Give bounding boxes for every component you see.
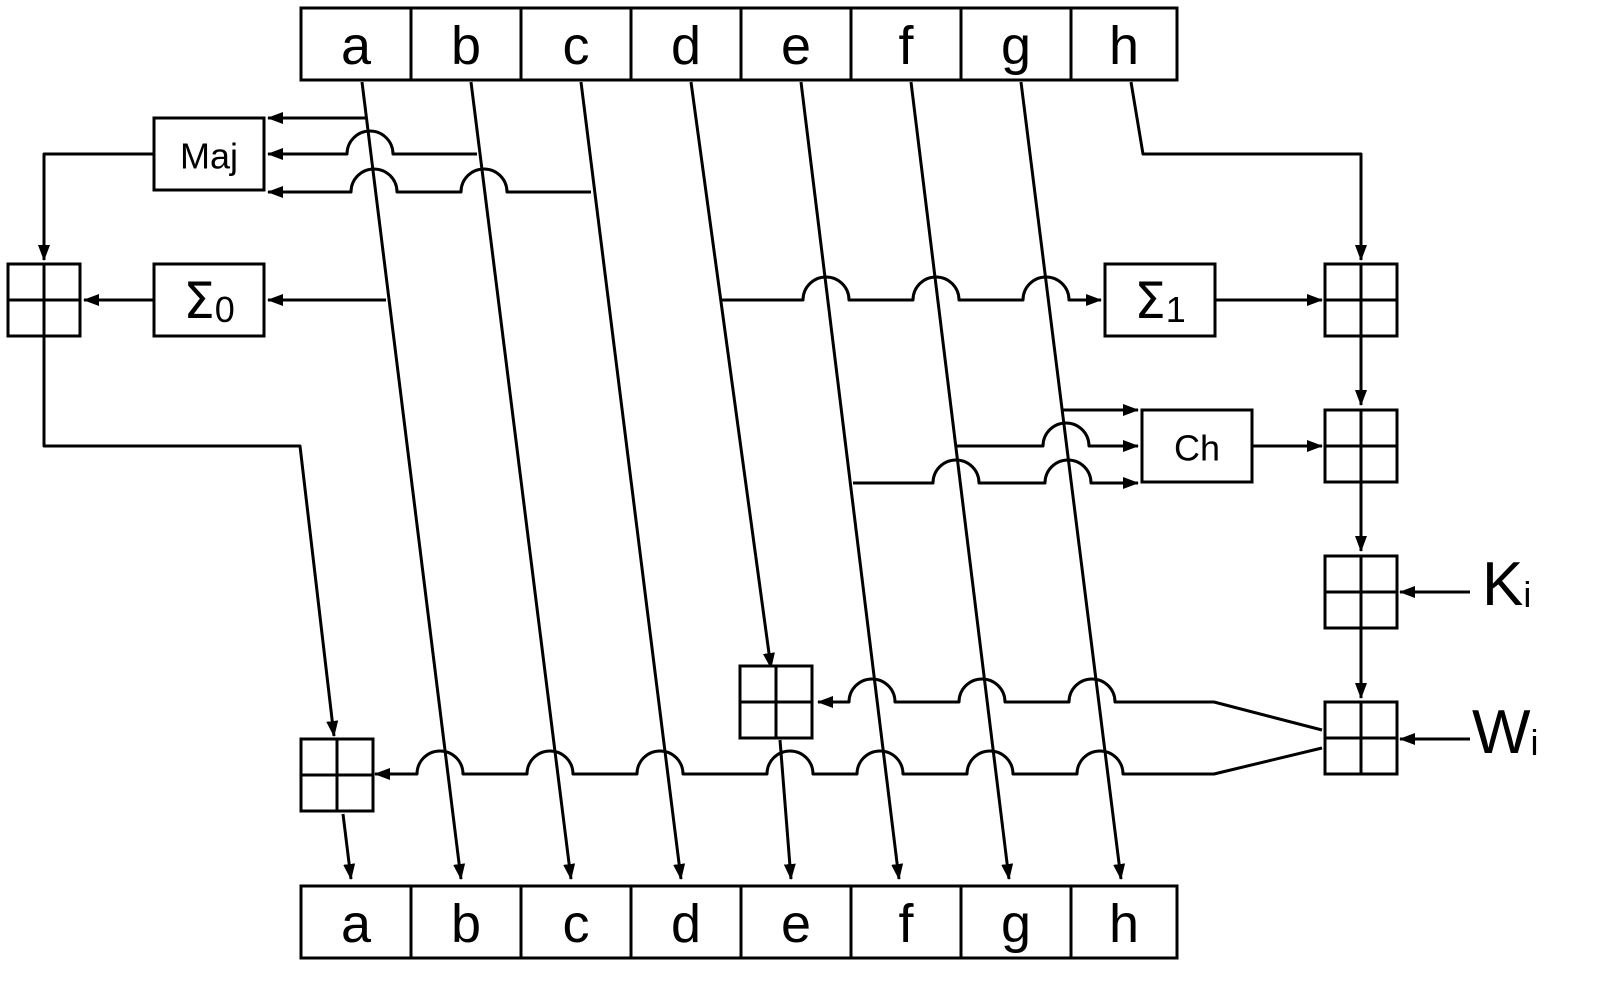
wire-d-to-adder-e	[689, 81, 775, 669]
input-reg-e: e	[781, 16, 811, 76]
sigma0-subscript: 0	[215, 289, 235, 330]
input-reg-h: h	[1109, 16, 1139, 76]
wire-b-to-maj	[267, 129, 477, 160]
k-subscript: i	[1523, 574, 1531, 615]
maj-label: Maj	[180, 136, 238, 177]
input-reg-d: d	[671, 16, 701, 76]
output-reg-d: d	[671, 894, 701, 954]
wire-g-to-h	[1019, 81, 1126, 880]
output-register: a b c d e f g h	[299, 884, 1179, 960]
adder-right-2	[1323, 408, 1399, 484]
output-reg-g: g	[1001, 894, 1031, 954]
input-reg-b: b	[451, 16, 481, 76]
wire-t1-to-adder-e	[817, 677, 1323, 732]
wire-c-to-d	[579, 81, 686, 880]
input-reg-c: c	[563, 16, 590, 76]
k-label: Ki	[1482, 550, 1531, 619]
wire-adder-left-to-a	[42, 337, 339, 737]
output-reg-f: f	[898, 894, 914, 954]
output-reg-a: a	[341, 894, 372, 954]
adder-right-4	[1323, 700, 1399, 776]
input-register: a b c d e f g h	[299, 6, 1179, 82]
w-subscript: i	[1531, 722, 1539, 763]
adder-e	[738, 664, 814, 740]
adder-a	[299, 737, 375, 813]
adder-right-3	[1323, 554, 1399, 630]
input-reg-g: g	[1001, 16, 1031, 76]
ch-label: Ch	[1174, 428, 1220, 469]
output-reg-c: c	[563, 894, 590, 954]
sigma0-label: Σ0	[183, 272, 235, 330]
input-register-frame	[299, 6, 1179, 82]
wire-a-to-b	[360, 81, 466, 880]
sigma1-subscript: 1	[1166, 289, 1186, 330]
w-main: W	[1472, 698, 1531, 767]
output-register-frame	[299, 884, 1179, 960]
wire-e-to-sigma1	[722, 275, 1102, 306]
adder-left	[6, 262, 82, 338]
wire-f-to-g	[909, 81, 1014, 880]
wire-c-to-maj	[267, 167, 591, 198]
sigma1-label: Σ1	[1134, 272, 1186, 330]
w-label: Wi	[1472, 698, 1539, 767]
wire-h-to-adder	[1129, 81, 1367, 261]
input-reg-a: a	[341, 16, 372, 76]
k-main: K	[1482, 550, 1523, 619]
sigma0-symbol: Σ	[183, 272, 215, 330]
output-reg-b: b	[451, 894, 481, 954]
sigma1-symbol: Σ	[1134, 272, 1166, 330]
wires	[38, 81, 1470, 880]
wire-adder-a-out	[341, 813, 356, 880]
input-reg-f: f	[898, 16, 914, 76]
wire-f-to-ch	[956, 421, 1139, 452]
maj-box: Maj	[152, 116, 266, 192]
wire-e-to-f	[799, 81, 904, 880]
wire-t1-to-adder-a	[374, 746, 1323, 780]
ch-box: Ch	[1140, 408, 1254, 484]
wire-e-to-ch	[853, 458, 1139, 489]
wire-maj-to-adder	[38, 152, 154, 261]
output-reg-h: h	[1109, 894, 1139, 954]
sigma0-box: Σ0	[152, 262, 266, 338]
output-reg-e: e	[781, 894, 811, 954]
wire-adder-e-out	[778, 739, 796, 880]
wire-b-to-c	[469, 81, 576, 880]
sigma1-box: Σ1	[1103, 262, 1217, 338]
adder-right-1	[1323, 262, 1399, 338]
